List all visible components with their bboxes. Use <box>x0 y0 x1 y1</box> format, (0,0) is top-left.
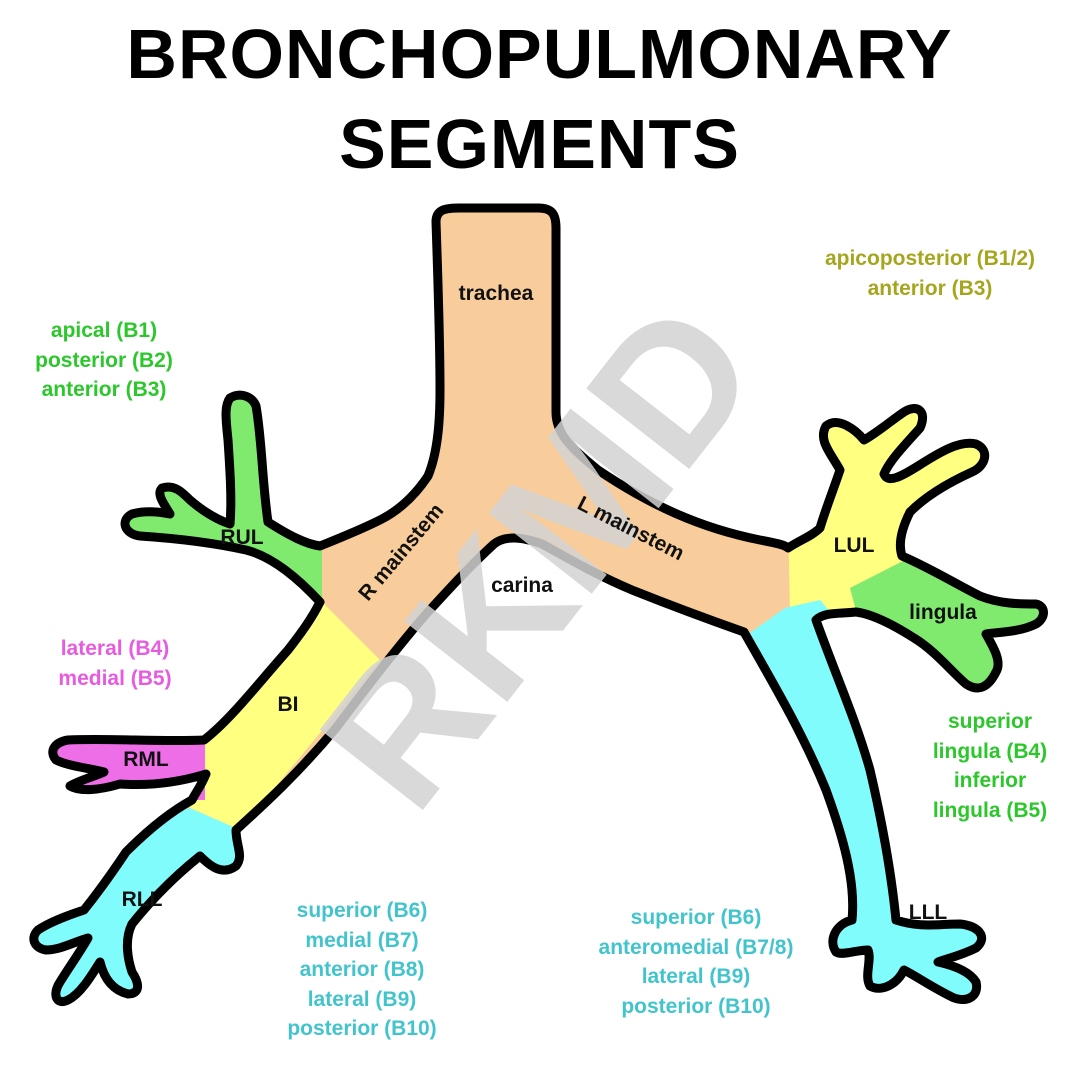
title-line-1: BRONCHOPULMONARY <box>126 15 953 93</box>
lingula-segment: lingula (B5) <box>932 798 1048 822</box>
lll-segments: superior (B6) anteromedial (B7/8) latera… <box>566 903 826 1021</box>
lingula-label: lingula <box>909 601 977 624</box>
rul-segments: apical (B1) posterior (B2) anterior (B3) <box>14 316 194 405</box>
rul-segment: anterior (B3) <box>41 378 167 401</box>
rul-segment: posterior (B2) <box>35 348 173 372</box>
lingula-segments: superior lingula (B4) inferior lingula (… <box>915 707 1065 825</box>
rll-segments: superior (B6) medial (B7) anterior (B8) … <box>262 896 462 1044</box>
rml-segment: medial (B5) <box>58 666 172 690</box>
lul-segments: apicoposterior (B1/2) anterior (B3) <box>790 244 1070 303</box>
airway-outline <box>29 203 1048 1006</box>
rml-segment: lateral (B4) <box>60 637 170 660</box>
lingula-segment: superior <box>947 710 1033 733</box>
lll-label: LLL <box>909 901 948 924</box>
lll-segment: superior (B6) <box>630 906 762 929</box>
carina-label: carina <box>491 574 553 597</box>
lingula-segment: inferior <box>953 769 1027 792</box>
rml-segments: lateral (B4) medial (B5) <box>40 634 190 693</box>
rul-label: RUL <box>220 526 263 549</box>
rll-segment: superior (B6) <box>296 899 428 922</box>
lingula-segment: lingula (B4) <box>932 739 1048 763</box>
lul-label: LUL <box>834 534 875 557</box>
lul-segment: apicoposterior (B1/2) <box>824 247 1036 270</box>
lll-segment: lateral (B9) <box>641 965 751 988</box>
title-line-2: SEGMENTS <box>339 105 740 183</box>
lll-segment: posterior (B10) <box>621 994 771 1018</box>
rll-segment: lateral (B9) <box>307 987 417 1011</box>
lul-segment: anterior (B3) <box>867 276 993 300</box>
rml-label: RML <box>123 748 169 771</box>
rul-segment: apical (B1) <box>50 319 158 342</box>
rll-segment: posterior (B10) <box>287 1017 437 1040</box>
bi-label: BI <box>278 693 299 716</box>
lll-segment: anteromedial (B7/8) <box>598 935 794 959</box>
bi-region <box>175 598 380 830</box>
rll-label: RLL <box>122 888 163 911</box>
trachea-label: trachea <box>459 282 534 305</box>
rll-segment: medial (B7) <box>305 928 419 952</box>
rll-segment: anterior (B8) <box>299 958 425 981</box>
